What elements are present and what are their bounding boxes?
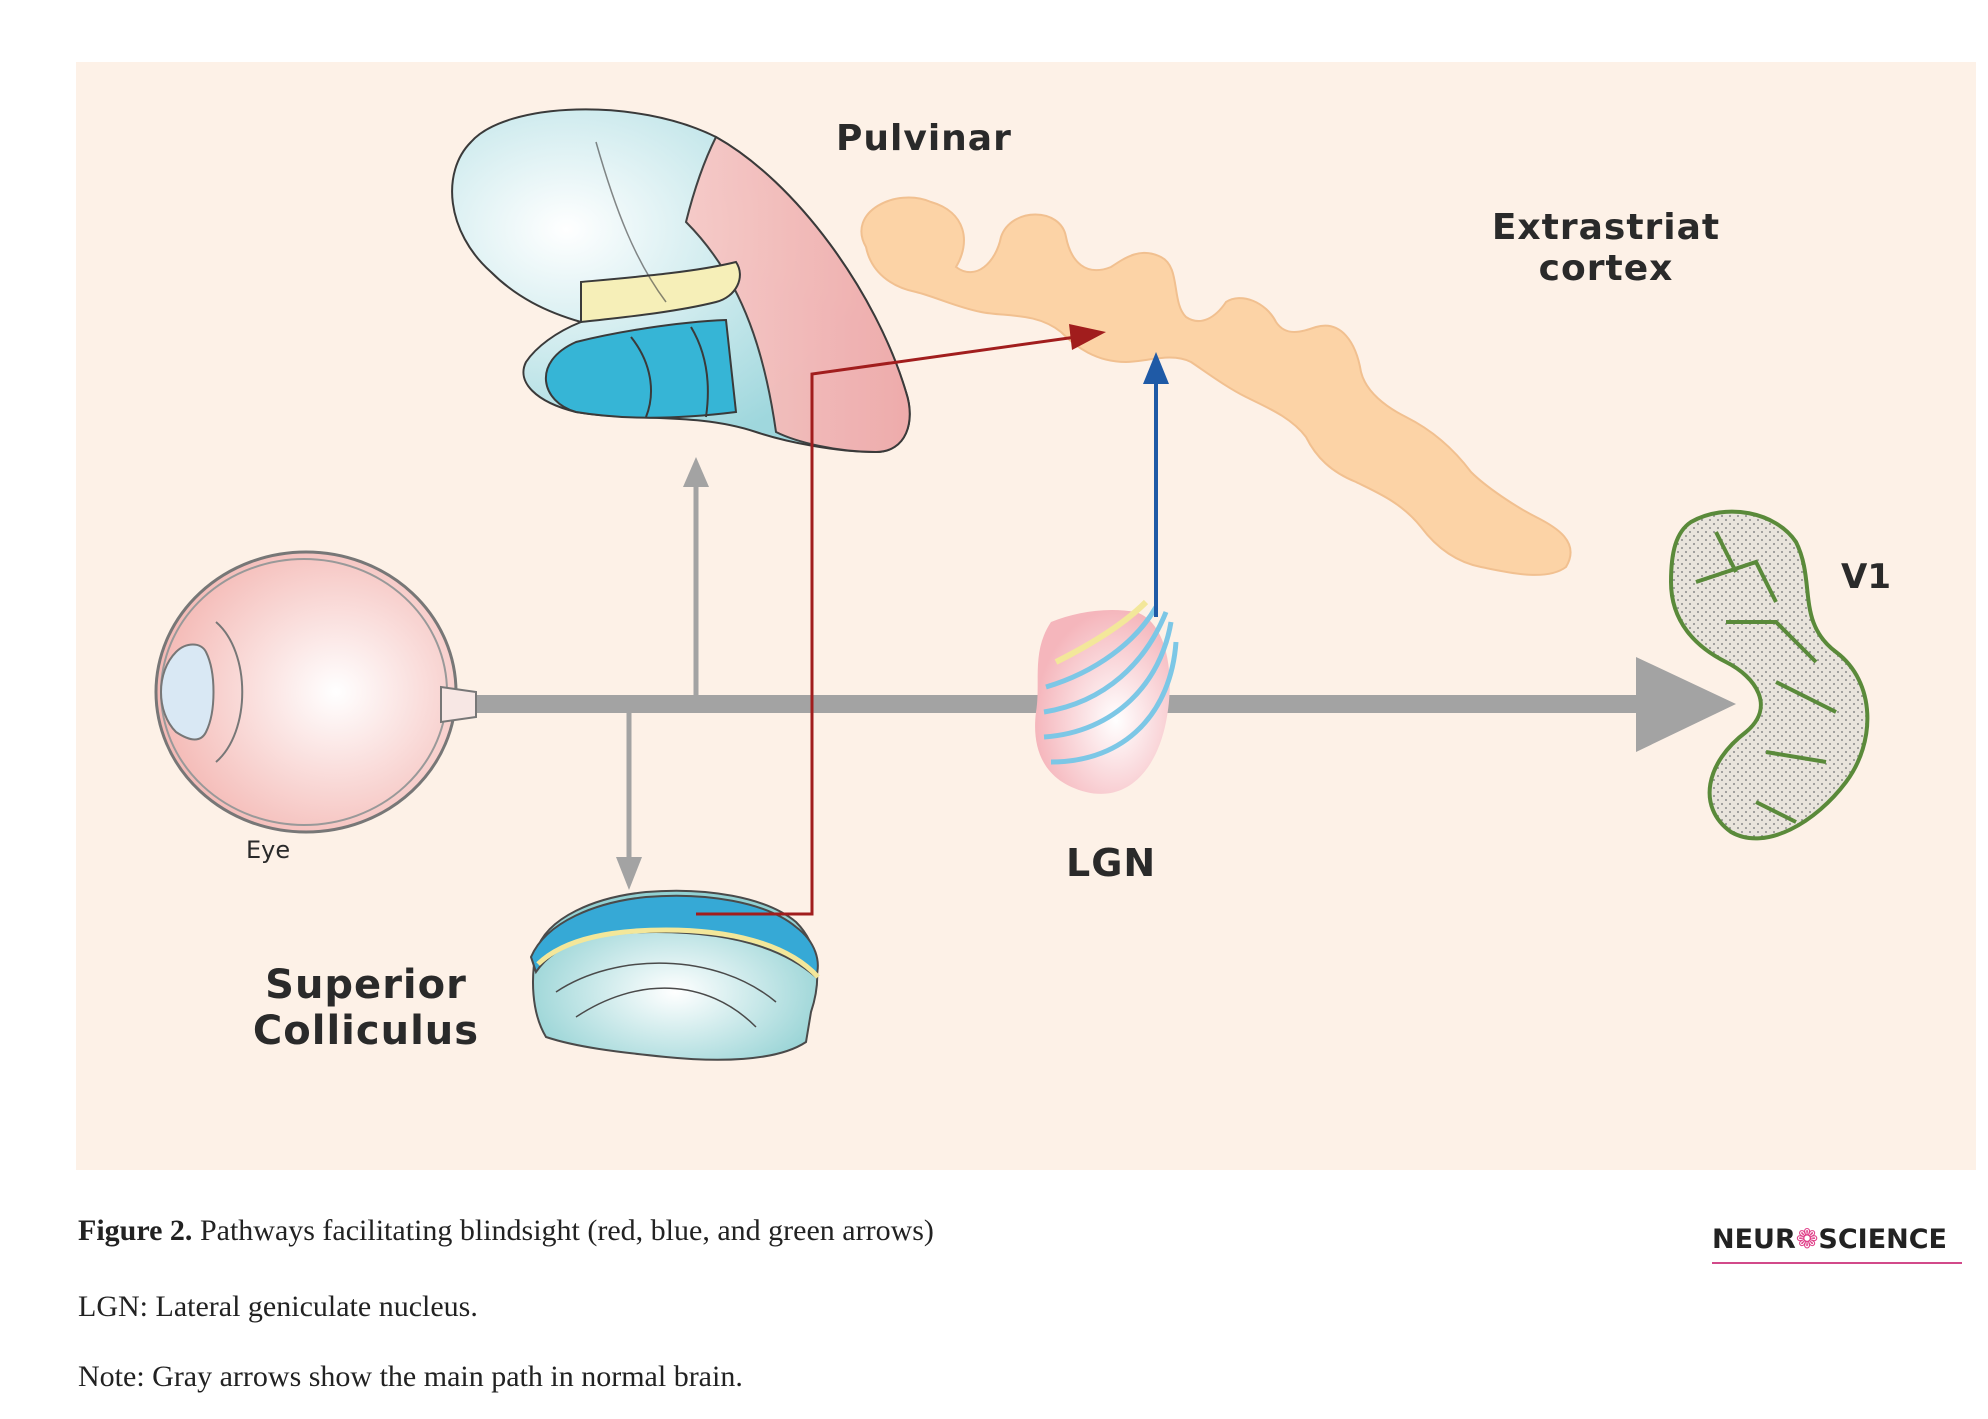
abbreviation-note: LGN: Lateral geniculate nucleus.	[78, 1290, 478, 1323]
extrastriate-cortex-label: Extrastriat cortex	[1466, 207, 1746, 290]
v1-label: V1	[1841, 557, 1891, 597]
gray-arrowhead-pulvinar	[683, 457, 709, 487]
gray-arrow-note: Note: Gray arrows show the main path in …	[78, 1360, 743, 1393]
neuroscience-logo: NEUR❁SCIENCE	[1712, 1224, 1947, 1255]
superior-colliculus-label: Superior Colliculus	[231, 962, 501, 1054]
figure-caption-text: Pathways facilitating blindsight (red, b…	[192, 1214, 934, 1247]
logo-part2: SCIENCE	[1818, 1224, 1947, 1255]
gray-main-arrowhead	[1636, 657, 1736, 752]
logo-underline	[1712, 1262, 1962, 1264]
blue-arrowhead	[1143, 352, 1169, 384]
figure-caption: Figure 2. Pathways facilitating blindsig…	[78, 1214, 934, 1248]
logo-part1: NEUR	[1712, 1224, 1796, 1255]
sc-line1: Superior	[265, 962, 467, 1008]
figure-panel: Pulvinar Extrastriat cortex V1 Eye LGN S…	[76, 62, 1976, 1170]
lgn-label: LGN	[1066, 841, 1157, 885]
blindsight-diagram	[154, 108, 1870, 1061]
v1-region	[1668, 509, 1870, 841]
logo-mark-icon: ❁	[1795, 1224, 1819, 1255]
eye-label: Eye	[246, 836, 291, 864]
superior-colliculus-illustration	[529, 889, 820, 1061]
red-arrowhead	[1069, 324, 1106, 350]
extrastriate-line2: cortex	[1538, 248, 1674, 290]
pulvinar-label: Pulvinar	[836, 118, 1012, 159]
eye-illustration	[154, 550, 477, 834]
sc-line2: Colliculus	[252, 1008, 480, 1054]
figure-number: Figure 2.	[78, 1214, 193, 1247]
gray-arrowhead-sc	[616, 857, 642, 890]
extrastriate-line1: Extrastriat	[1491, 207, 1721, 248]
extrastriate-cortex-shape	[860, 196, 1572, 576]
red-arrow-path	[696, 335, 1077, 916]
lgn-illustration	[1035, 599, 1179, 794]
pulvinar-shape	[451, 108, 911, 454]
